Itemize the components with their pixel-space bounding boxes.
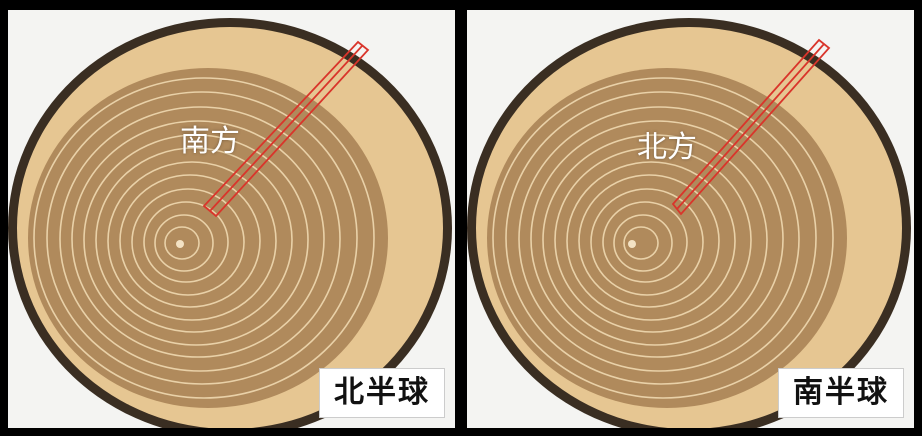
hemisphere-label: 南半球 — [778, 368, 904, 418]
measurement-strip — [671, 38, 831, 216]
pith — [628, 240, 636, 248]
measurement-strip — [202, 40, 370, 218]
tree-ring-cross-section — [8, 18, 452, 428]
panel-southern-hemisphere: 北方 南半球 — [467, 10, 914, 428]
growth-rings — [33, 77, 375, 399]
pith — [176, 240, 184, 248]
heartwood — [28, 68, 388, 408]
hemisphere-label: 北半球 — [319, 368, 445, 418]
heartwood — [487, 68, 847, 408]
tree-ring-cross-section — [467, 18, 911, 428]
panel-northern-hemisphere: 南方 北半球 — [8, 10, 455, 428]
direction-label: 南方 — [180, 124, 240, 159]
direction-label: 北方 — [637, 130, 697, 165]
growth-rings — [492, 77, 834, 399]
